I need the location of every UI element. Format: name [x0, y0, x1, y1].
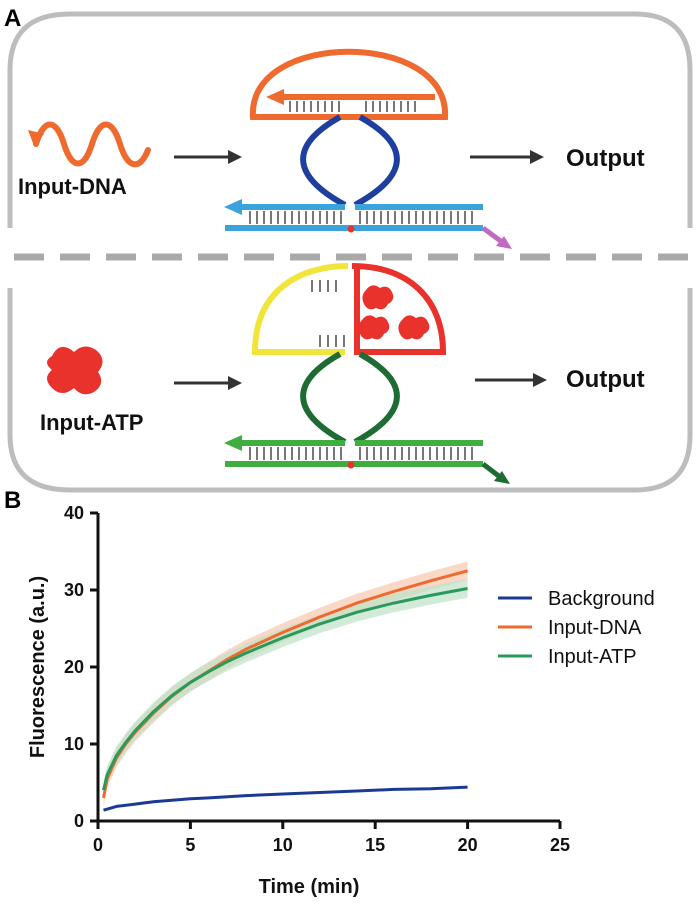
dna-hairpin-loop: [249, 48, 449, 120]
top-nick-dot: [347, 225, 355, 233]
bottom-output-arrow: [475, 373, 547, 387]
bottom-output-label: Output: [566, 366, 645, 393]
top-duplex-base-pairs: [249, 211, 473, 224]
y-tick-label: 10: [64, 734, 84, 754]
x-tick-label: 20: [458, 835, 478, 855]
series-error-band: [103, 579, 468, 800]
panel-b-label: B: [4, 487, 21, 514]
top-output-arrow: [470, 150, 544, 164]
aptamer-loop-left: [251, 263, 349, 355]
y-tick-label: 20: [64, 657, 84, 677]
bottom-duplex-base-pairs: [249, 447, 473, 460]
dna-hairpin-inner-strand: [266, 89, 435, 105]
aptamer-loop-right: [351, 263, 447, 355]
bottom-release-strand: [481, 462, 510, 484]
bottom-input-arrow: [174, 376, 242, 390]
x-tick-label: 10: [273, 835, 293, 855]
series-line: [102, 587, 468, 791]
bound-atp-icons: [358, 285, 430, 340]
bottom-nick-dot: [347, 461, 355, 469]
input-dna-label: Input-DNA: [18, 174, 127, 199]
input-atp-label: Input-ATP: [40, 410, 143, 435]
legend-label: Input-DNA: [548, 617, 642, 639]
top-output-label: Output: [566, 145, 645, 172]
bottom-module-frame: [7, 288, 693, 493]
x-tick-label: 0: [93, 835, 103, 855]
y-tick-label: 30: [64, 580, 84, 600]
x-tick-label: 15: [365, 835, 385, 855]
top-module-frame: [7, 11, 693, 228]
x-tick-label: 25: [550, 835, 570, 855]
bottom-right-stem: [353, 351, 400, 445]
top-release-strand: [481, 225, 512, 249]
atp-input-icon: [47, 346, 103, 395]
bottom-left-stem: [300, 351, 347, 445]
top-left-stem: [300, 114, 347, 208]
aptamer-base-pairs: [311, 280, 345, 347]
panel-a-label: A: [4, 5, 21, 32]
y-tick-label: 0: [74, 811, 84, 831]
series-line: [103, 785, 468, 812]
y-axis-label: Fluorescence (a.u.): [27, 576, 49, 758]
legend-label: Input-ATP: [548, 646, 637, 668]
top-input-arrow: [174, 150, 242, 164]
top-right-stem: [353, 114, 400, 208]
x-axis-label: Time (min): [259, 876, 360, 898]
dna-hairpin-base-pairs: [289, 101, 416, 112]
y-tick-label: 40: [64, 503, 84, 523]
x-tick-label: 5: [185, 835, 195, 855]
legend-label: Background: [548, 588, 655, 610]
input-dna-strand: [28, 121, 151, 168]
